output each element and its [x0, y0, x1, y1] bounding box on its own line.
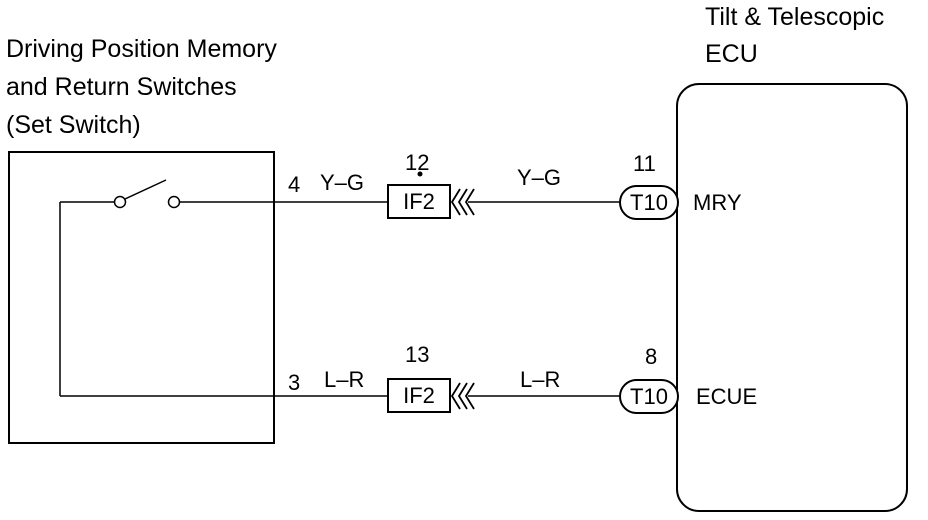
ecu-terminal-label: MRY — [693, 190, 742, 215]
connector-chevrons — [450, 382, 475, 410]
junction-connector-box — [387, 184, 451, 219]
circuit-ecue: 3 L–R 13 IF2 L–R 8 T10 ECUE — [274, 342, 757, 414]
junction-connector-box — [387, 378, 451, 413]
ecu-pin-number: 8 — [645, 344, 657, 369]
wire-color-label-left: L–R — [324, 367, 364, 392]
connector-chevrons — [450, 188, 475, 216]
ecu-connector-pill — [619, 379, 679, 414]
right-device-title-line-1: Tilt & Telescopic — [705, 3, 884, 31]
junction-connector-label: IF2 — [403, 189, 435, 214]
pin-dot-marker — [417, 171, 423, 177]
junction-connector-label: IF2 — [403, 383, 435, 408]
junction-pin-number: 12 — [405, 150, 429, 175]
ecu-connector-label: T10 — [630, 190, 668, 215]
ecu-terminal-label: ECUE — [696, 384, 757, 409]
left-pin-number: 4 — [288, 172, 300, 197]
set-switch-box — [8, 151, 275, 444]
left-device-title-line-1: Driving Position Memory — [6, 35, 277, 63]
wire-color-label-right: L–R — [520, 367, 560, 392]
ecu-pin-number: 11 — [633, 151, 656, 176]
junction-pin-number: 13 — [405, 342, 429, 367]
left-device-title-line-3: (Set Switch) — [6, 111, 141, 139]
right-device-title-line-2: ECU — [705, 40, 758, 68]
circuit-mry: 4 Y–G 12 IF2 Y–G 11 T10 MRY — [274, 150, 742, 220]
ecu-connector-pill — [619, 185, 679, 220]
wire-color-label-right: Y–G — [517, 165, 561, 190]
ecu-connector-label: T10 — [630, 384, 668, 409]
wire-color-label-left: Y–G — [320, 170, 364, 195]
left-device-title-line-2: and Return Switches — [6, 73, 237, 101]
left-pin-number: 3 — [288, 370, 300, 395]
ecu-box — [676, 83, 908, 512]
switch-symbol — [59, 179, 274, 397]
